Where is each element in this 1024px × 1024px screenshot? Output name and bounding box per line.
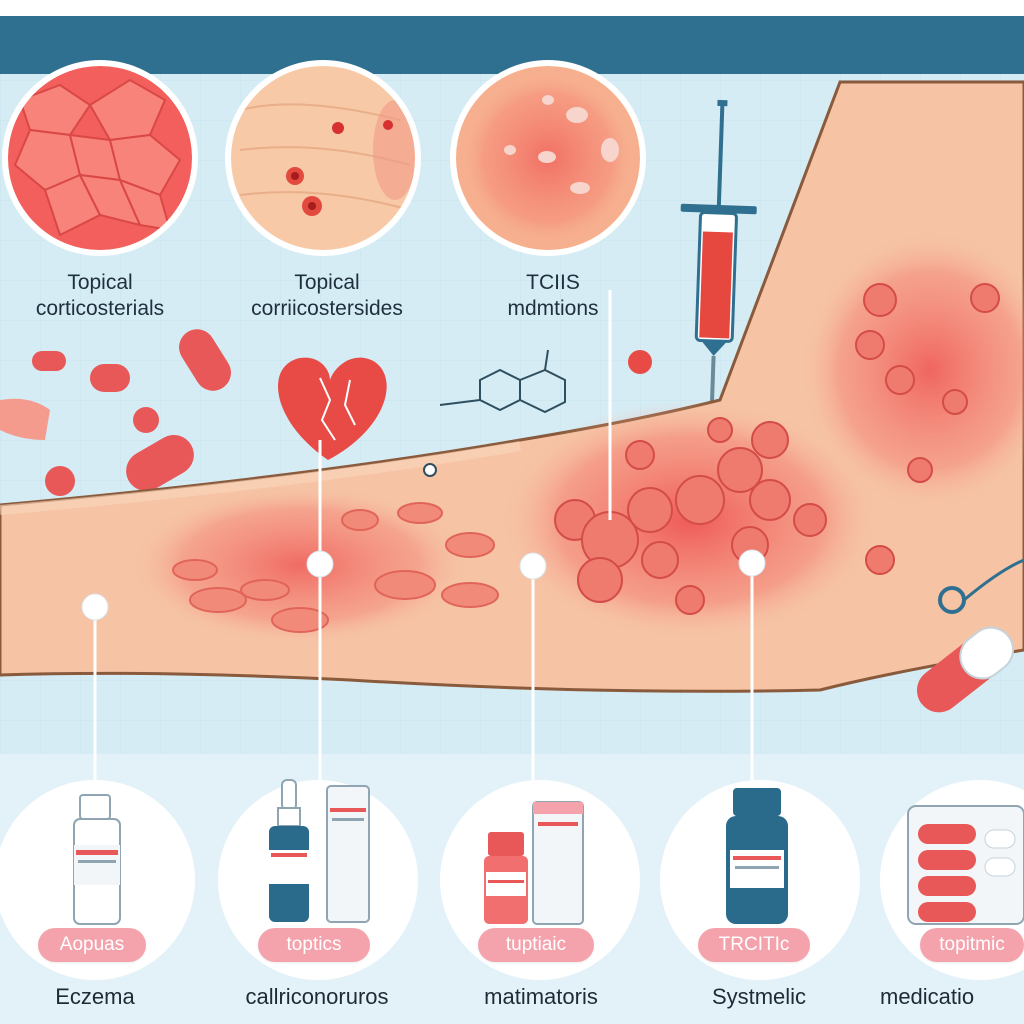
top-label-2: Topical corriicostersides [232, 270, 422, 322]
bottle-icon [726, 788, 788, 924]
treatment-caption: Systmelic [711, 984, 807, 1009]
treatment-tag: Aopuas [38, 928, 146, 962]
stethoscope-icon [938, 558, 1024, 614]
top-label-line: mdmtions [507, 297, 599, 320]
treatment-caption: medicatio [880, 984, 975, 1009]
capsule-icon [0, 329, 231, 496]
syringe-icon [680, 99, 757, 436]
skin-closeup-icon [450, 60, 646, 256]
treatment-tag: toptics [258, 928, 370, 962]
top-label-1: Topical corticosterials [20, 270, 180, 322]
top-label-line: TCIIS [526, 271, 580, 294]
pointer-lines [93, 290, 754, 790]
top-label-line: corticosterials [35, 297, 165, 320]
top-label-3: TCIIS mdmtions [478, 270, 628, 322]
treatment-caption: matimatoris [484, 984, 598, 1009]
blister-pack-icon [907, 805, 1024, 925]
treatment-caption: callriconoruros [245, 984, 389, 1009]
bottle-icon [484, 832, 528, 924]
bottle-icon [269, 779, 309, 922]
bottle-icon [73, 794, 121, 925]
top-label-line: corriicostersides [251, 297, 403, 320]
treatment-tag: topitmic [920, 928, 1024, 962]
pointer-dots [81, 463, 766, 621]
heart-icon [278, 357, 387, 460]
skin-closeup-icon [2, 60, 198, 256]
capsule-icon [916, 626, 1015, 713]
molecule-icon [439, 349, 566, 414]
skin-closeup-icon [225, 60, 421, 256]
tube-icon [532, 801, 584, 925]
treatment-caption: Eczema [55, 984, 135, 1009]
tube-icon [326, 785, 370, 923]
treatment-tag: TRCITIc [698, 928, 810, 962]
virus-icon [628, 350, 652, 374]
header-bar [0, 16, 1024, 74]
arm-illustration [0, 80, 1024, 693]
top-label-line: Topical [294, 271, 360, 294]
treatment-tag: tuptiaic [478, 928, 594, 962]
top-label-line: Topical [67, 271, 133, 294]
